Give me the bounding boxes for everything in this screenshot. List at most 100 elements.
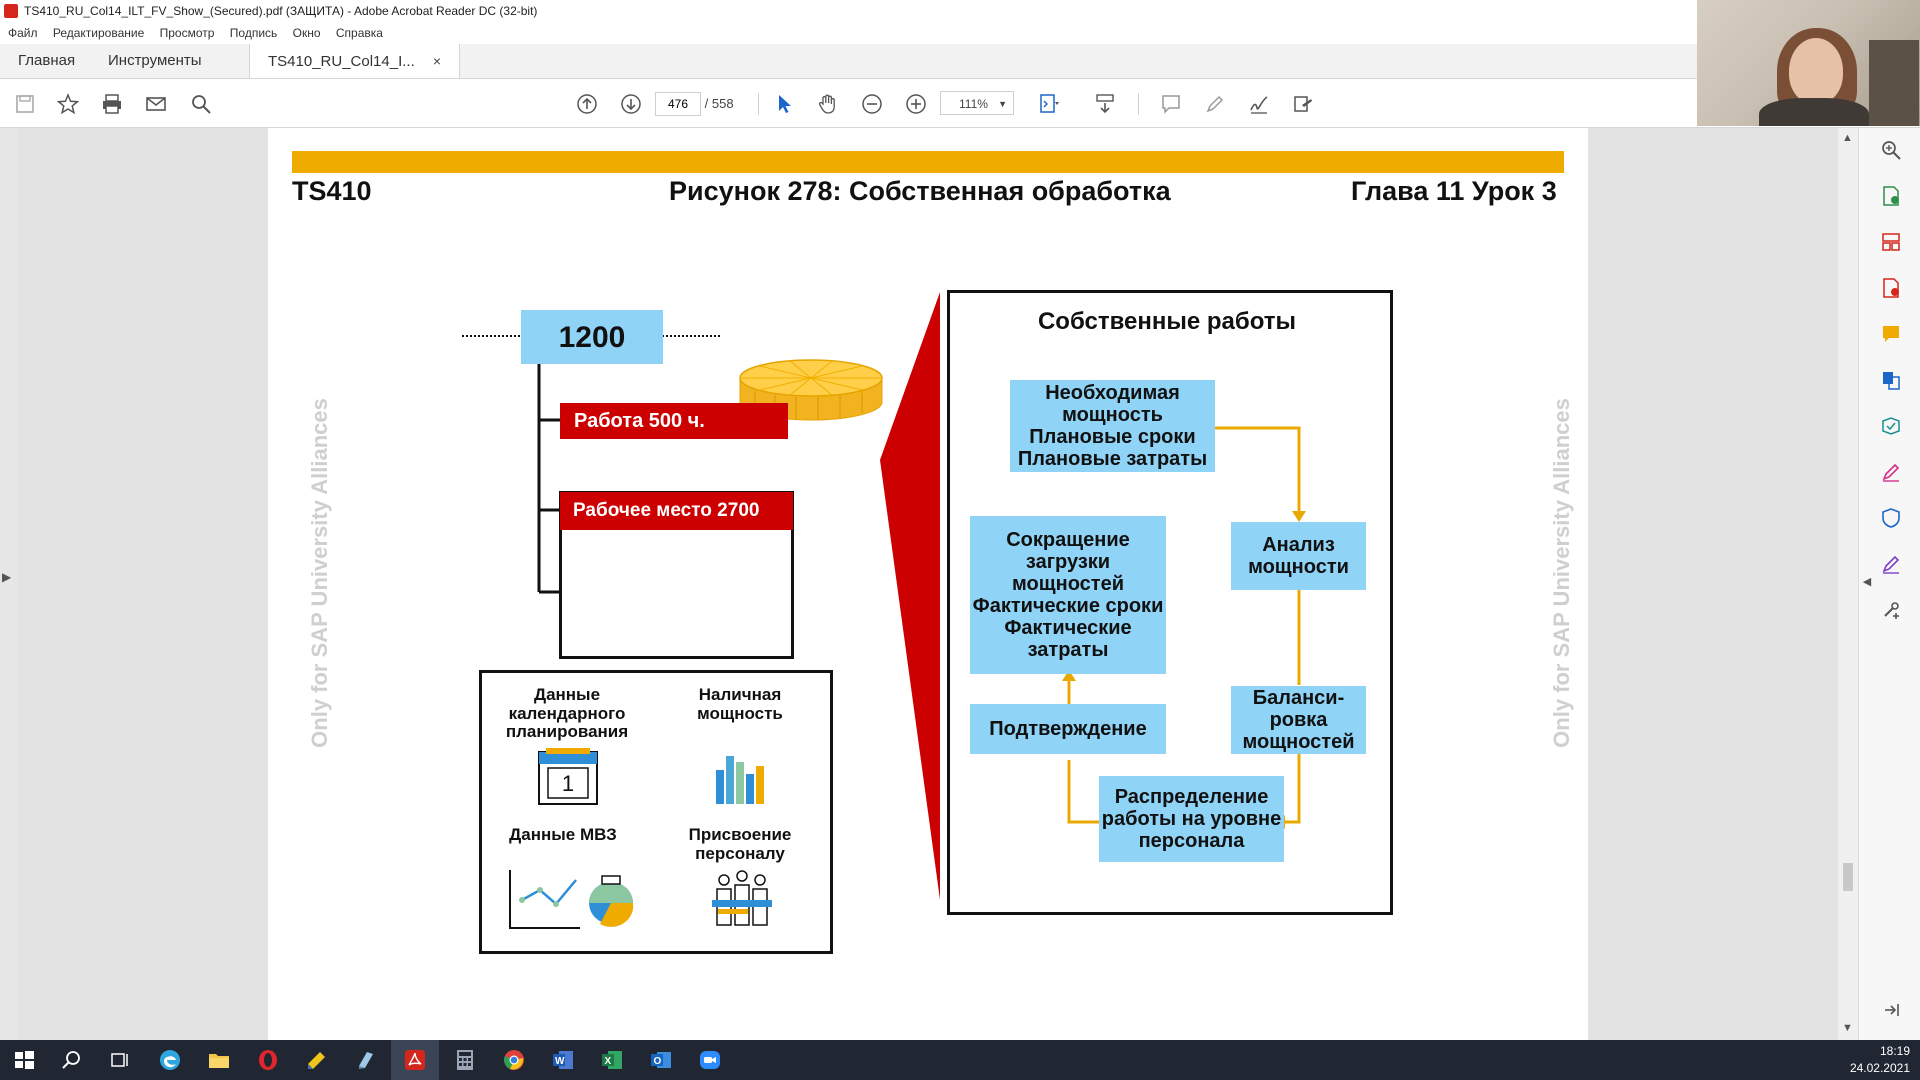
page-navigator: / 558 [655,91,734,117]
task-view-icon[interactable] [106,1046,134,1074]
collapse-panel-icon[interactable]: ◀ [1862,575,1872,588]
svg-text:W: W [555,1056,565,1067]
star-icon[interactable] [55,91,81,117]
personnel-assignment-icon [712,870,772,926]
process-step-analysis: Анализ мощности [1231,522,1366,590]
acrobat-app-icon [4,4,18,18]
windows-start-icon[interactable] [10,1046,38,1074]
menu-file[interactable]: Файл [8,26,38,40]
window-title: TS410_RU_Col14_ILT_FV_Show_(Secured).pdf… [24,4,538,18]
personnel-assignment-label: Присвоение персоналу [688,825,792,863]
sticky-notes-icon[interactable] [303,1046,331,1074]
search-icon[interactable] [188,91,214,117]
process-frame [947,290,1393,915]
operation-box: Работа 500 ч. [560,403,788,439]
process-step-leveling: Баланси-ровка мощностей [1231,686,1366,754]
highlight-pen-icon[interactable] [1202,91,1228,117]
clock-time: 18:19 [1879,1044,1910,1058]
scroll-down-icon[interactable]: ▼ [1842,1022,1853,1034]
send-for-review-icon[interactable] [1879,414,1903,438]
calendar-icon [538,748,598,805]
notepad-icon[interactable] [352,1046,380,1074]
chevron-down-icon: ▼ [998,99,1007,109]
opera-browser-icon[interactable] [254,1046,282,1074]
word-icon[interactable]: W [549,1046,577,1074]
system-clock[interactable]: 18:19 24.02.2021 [1850,1043,1910,1077]
sign-icon[interactable] [1246,91,1272,117]
process-step-reduction: Сокращение загрузки мощностей Фактически… [970,516,1166,674]
available-capacity-label: Наличная мощность [697,685,783,723]
bookshelf-image [1869,40,1919,126]
file-explorer-icon[interactable] [205,1046,233,1074]
edge-browser-icon[interactable] [156,1046,184,1074]
taskbar-search-icon[interactable] [58,1046,86,1074]
print-icon[interactable] [99,91,125,117]
comment-tool-icon[interactable] [1879,322,1903,346]
menu-window[interactable]: Окно [292,26,321,40]
tab-close-icon[interactable]: × [432,53,442,69]
tab-tools[interactable]: Инструменты [108,52,202,69]
current-page-input[interactable] [655,92,701,116]
request-signature-icon[interactable] [1879,552,1903,576]
process-step-required: Необходимая мощность Плановые сроки План… [1010,380,1215,472]
comment-icon[interactable] [1158,91,1184,117]
scroll-mode-icon[interactable] [1092,91,1118,117]
svg-text:O: O [654,1056,662,1067]
create-pdf-icon[interactable] [1879,276,1903,300]
line-chart-icon [509,870,580,929]
right-tools-panel: ◀ [1858,128,1920,1040]
menu-help[interactable]: Справка [335,26,383,40]
zoom-in-icon[interactable] [903,91,929,117]
zoom-level-select[interactable]: 111% ▼ [940,91,1014,115]
clock-date: 24.02.2021 [1849,1061,1910,1075]
bar-chart-icon [716,756,764,804]
more-tools-icon[interactable] [1879,598,1903,622]
protect-shield-icon[interactable] [1879,506,1903,530]
zoom-app-icon[interactable] [696,1046,724,1074]
fill-sign-icon[interactable] [1879,460,1903,484]
combine-files-icon[interactable] [1879,368,1903,392]
expand-panel-icon[interactable] [1879,998,1903,1022]
scheduling-data-label: Данные календарного планирования [505,685,629,742]
outlook-icon[interactable]: O [647,1046,675,1074]
tab-document-label: TS410_RU_Col14_I... [268,53,415,70]
vertical-scrollbar[interactable]: ▲ ▼ [1838,128,1858,1040]
tab-home[interactable]: Главная [18,52,76,69]
order-number-box: 1200 [521,310,663,364]
zoom-out-icon[interactable] [859,91,885,117]
tab-document[interactable]: TS410_RU_Col14_I... × [249,44,461,78]
organize-pages-icon[interactable] [1879,230,1903,254]
webcam-video-overlay [1697,0,1920,126]
presenter-body [1759,98,1869,126]
email-icon[interactable] [143,91,169,117]
acrobat-taskbar-icon[interactable] [391,1040,439,1080]
calculator-icon[interactable] [451,1046,479,1074]
menu-view[interactable]: Просмотр [159,26,215,40]
previous-page-icon[interactable] [574,91,600,117]
menu-edit[interactable]: Редактирование [52,26,145,40]
save-icon[interactable] [12,91,38,117]
chrome-browser-icon[interactable] [500,1046,528,1074]
redact-icon[interactable] [1290,91,1316,117]
process-step-distribution: Распределение работы на уровне персонала [1099,776,1284,862]
scroll-up-icon[interactable]: ▲ [1842,132,1853,144]
mrp-data-label: Данные МВЗ [509,825,617,844]
select-cursor-icon[interactable] [771,91,797,117]
zoom-search-icon[interactable] [1879,138,1903,162]
menu-sign[interactable]: Подпись [229,26,278,40]
money-bag-icon [589,875,634,927]
fit-page-icon[interactable] [1036,91,1062,117]
export-pdf-icon[interactable] [1879,184,1903,208]
scrollbar-thumb[interactable] [1843,863,1853,891]
left-panel-toggle-icon[interactable]: ▶ [2,570,12,584]
toolbar-divider [1138,93,1139,115]
process-title: Собственные работы [1037,308,1297,335]
hand-tool-icon[interactable] [815,91,841,117]
slide-course-code: TS410 [292,176,372,206]
tab-bar: Главная Инструменты TS410_RU_Col14_I... … [0,44,1920,79]
excel-icon[interactable]: X [598,1046,626,1074]
zoom-wedge-shape [880,292,940,900]
windows-taskbar: W X O 18:19 24.02.2021 [0,1040,1920,1080]
next-page-icon[interactable] [618,91,644,117]
slide-header-bar [292,151,1564,173]
